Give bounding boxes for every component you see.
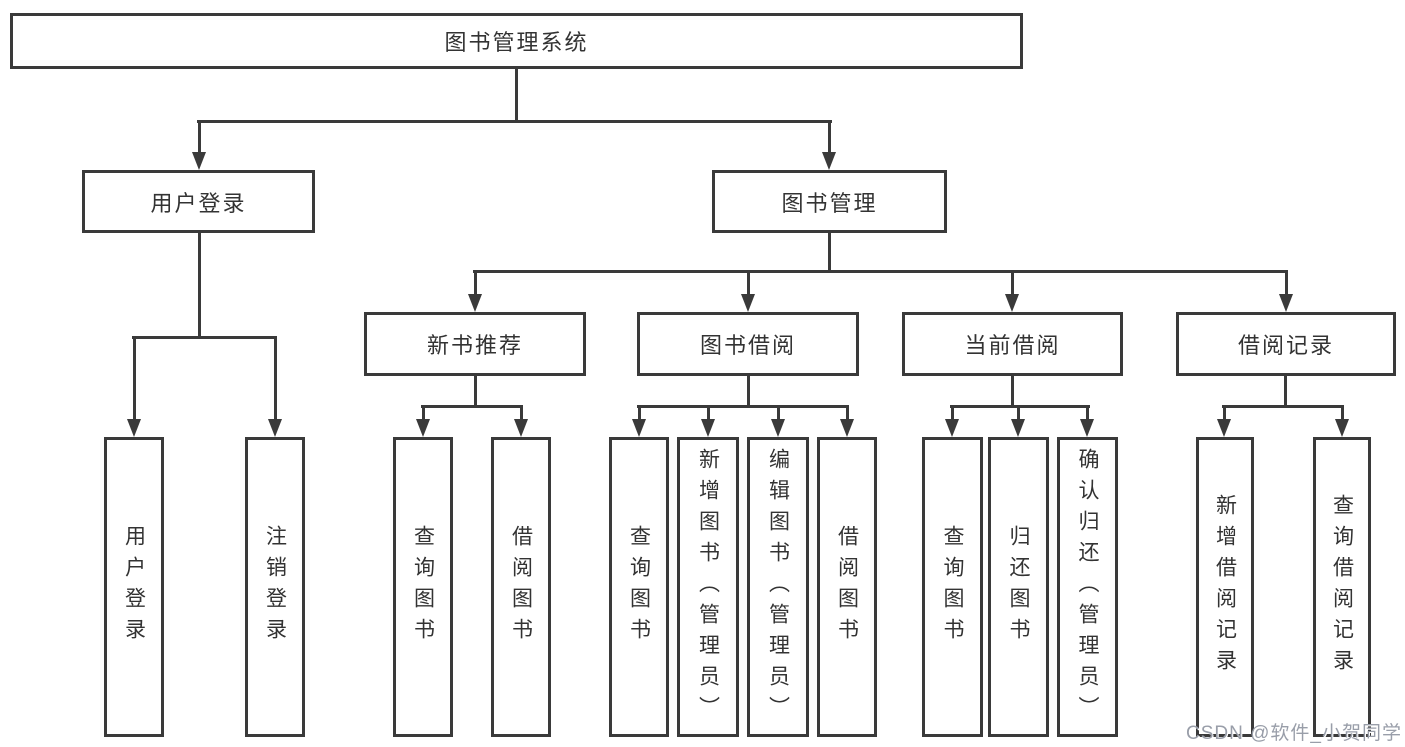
node-borrowing-records-label: 借阅记录 (1237, 333, 1334, 358)
arrow-down-icon (945, 419, 959, 437)
connector-drop (638, 405, 641, 421)
arrow-down-icon (771, 419, 785, 437)
connector-drop (1086, 405, 1089, 421)
connector-borrowing-records-stem (1284, 376, 1287, 407)
node-current-borrowing: 当前借阅 (902, 312, 1123, 376)
leaf-query-books-current: 查询图书 (922, 437, 983, 737)
arrow-down-icon (468, 294, 482, 312)
connector-level3-branch (473, 270, 1288, 273)
connector-drop (520, 405, 523, 421)
leaf-borrow-books-borrowing: 借阅图书 (817, 437, 877, 737)
leaf-query-borrow-record-label: 查询借阅记录 (1330, 494, 1354, 680)
connector-book-management-stem (828, 233, 831, 272)
connector-new-book-stem (474, 376, 477, 407)
arrow-down-icon (268, 419, 282, 437)
arrow-down-icon (632, 419, 646, 437)
connector-drop (422, 405, 425, 421)
leaf-query-books-current-label: 查询图书 (941, 525, 964, 649)
arrow-down-icon (701, 419, 715, 437)
node-book-management: 图书管理 (712, 170, 947, 233)
connector-drop (828, 120, 831, 154)
leaf-query-books-recommend: 查询图书 (393, 437, 453, 737)
leaf-borrow-books-recommend-label: 借阅图书 (509, 525, 533, 649)
connector-drop (747, 270, 750, 296)
node-user-login-label: 用户登录 (150, 190, 247, 216)
leaf-return-book-label: 归还图书 (1007, 525, 1030, 649)
connector-drop (274, 336, 277, 421)
leaf-query-books-borrowing-label: 查询图书 (627, 525, 651, 649)
leaf-return-book: 归还图书 (988, 437, 1049, 737)
arrow-down-icon (1005, 294, 1019, 312)
node-book-borrowing: 图书借阅 (637, 312, 859, 376)
connector-drop (1341, 405, 1344, 421)
leaf-add-book-admin-label: 新增图书（管理员） (696, 447, 720, 727)
leaf-borrow-books-borrowing-label: 借阅图书 (835, 525, 859, 649)
node-root-label: 图书管理系统 (444, 30, 589, 55)
leaf-query-books-recommend-label: 查询图书 (411, 525, 435, 649)
node-user-login: 用户登录 (82, 170, 315, 233)
connector-drop (1285, 270, 1288, 296)
node-new-book-recommendation-label: 新书推荐 (426, 333, 523, 358)
leaf-confirm-return-admin-label: 确认归还（管理员） (1076, 447, 1099, 727)
node-root: 图书管理系统 (10, 13, 1023, 69)
connector-drop (846, 405, 849, 421)
connector-drop (133, 336, 136, 421)
arrow-down-icon (127, 419, 141, 437)
arrow-down-icon (1217, 419, 1231, 437)
arrow-down-icon (514, 419, 528, 437)
arrow-down-icon (1279, 294, 1293, 312)
connector-current-borrowing-branch (950, 405, 1090, 408)
leaf-edit-book-admin: 编辑图书（管理员） (747, 437, 809, 737)
connector-book-borrowing-stem (747, 376, 750, 407)
leaf-query-borrow-record: 查询借阅记录 (1313, 437, 1371, 737)
arrow-down-icon (1011, 419, 1025, 437)
watermark: CSDN @软件_小贺同学 (1186, 723, 1402, 744)
connector-user-login-stem (198, 233, 201, 338)
leaf-logout: 注销登录 (245, 437, 305, 737)
leaf-add-borrow-record: 新增借阅记录 (1196, 437, 1254, 737)
arrow-down-icon (741, 294, 755, 312)
connector-new-book-branch (421, 405, 523, 408)
arrow-down-icon (822, 152, 836, 170)
leaf-user-login: 用户登录 (104, 437, 164, 737)
leaf-add-book-admin: 新增图书（管理员） (677, 437, 739, 737)
connector-user-login-branch (132, 336, 277, 339)
leaf-logout-label: 注销登录 (263, 525, 287, 649)
node-new-book-recommendation: 新书推荐 (364, 312, 586, 376)
node-book-management-label: 图书管理 (781, 190, 878, 216)
arrow-down-icon (192, 152, 206, 170)
connector-drop (707, 405, 710, 421)
arrow-down-icon (1335, 419, 1349, 437)
connector-root-stem (515, 69, 518, 122)
connector-borrowing-records-branch (1222, 405, 1344, 408)
leaf-add-borrow-record-label: 新增借阅记录 (1213, 494, 1237, 680)
connector-book-borrowing-branch (637, 405, 849, 408)
arrow-down-icon (840, 419, 854, 437)
node-current-borrowing-label: 当前借阅 (964, 333, 1061, 358)
connector-drop (1223, 405, 1226, 421)
arrow-down-icon (1080, 419, 1094, 437)
connector-root-branch (197, 120, 832, 123)
connector-drop (474, 270, 477, 296)
arrow-down-icon (416, 419, 430, 437)
leaf-confirm-return-admin: 确认归还（管理员） (1057, 437, 1118, 737)
connector-drop (1017, 405, 1020, 421)
leaf-query-books-borrowing: 查询图书 (609, 437, 669, 737)
connector-drop (777, 405, 780, 421)
node-borrowing-records: 借阅记录 (1176, 312, 1396, 376)
leaf-user-login-label: 用户登录 (122, 525, 146, 649)
leaf-borrow-books-recommend: 借阅图书 (491, 437, 551, 737)
node-book-borrowing-label: 图书借阅 (699, 333, 796, 358)
connector-drop (198, 120, 201, 154)
connector-drop (951, 405, 954, 421)
connector-current-borrowing-stem (1011, 376, 1014, 407)
leaf-edit-book-admin-label: 编辑图书（管理员） (766, 447, 790, 727)
connector-drop (1011, 270, 1014, 296)
